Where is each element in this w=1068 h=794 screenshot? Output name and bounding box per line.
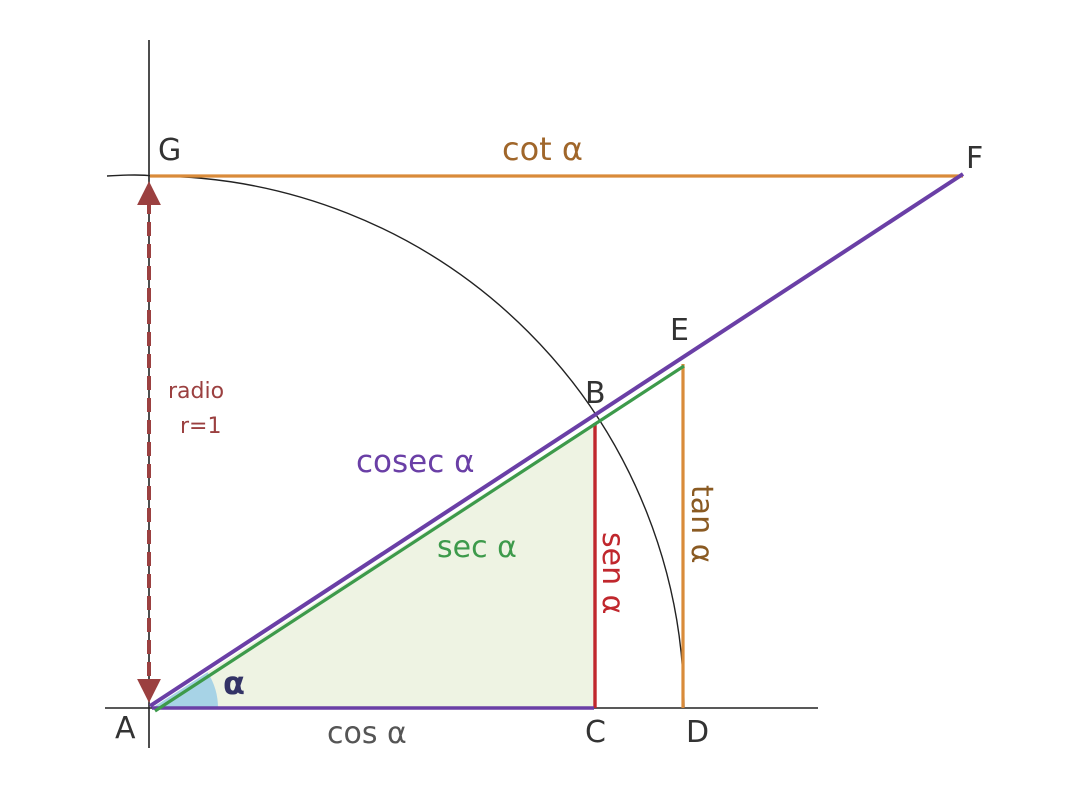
tan-label: tan α (684, 485, 719, 563)
radius-label-line2: r=1 (180, 414, 221, 439)
point-label-a: A (115, 711, 136, 746)
cosec-segment-af (148, 172, 965, 708)
sec-label: sec α (437, 530, 517, 565)
sen-label: sen α (595, 532, 630, 614)
point-label-d: D (686, 715, 709, 750)
alpha-label: α (223, 664, 245, 702)
cosec-label: cosec α (356, 444, 475, 480)
point-label-g: G (158, 133, 181, 168)
point-label-c: C (585, 715, 606, 750)
cot-label: cot α (502, 130, 583, 168)
point-label-b: B (585, 376, 606, 411)
point-label-f: F (966, 141, 983, 176)
radius-label-line1: radio (168, 379, 224, 404)
sec-segment-ae (154, 364, 685, 713)
cos-label: cos α (327, 716, 407, 751)
triangle-abc-fill (152, 423, 594, 708)
point-label-e: E (670, 313, 689, 348)
